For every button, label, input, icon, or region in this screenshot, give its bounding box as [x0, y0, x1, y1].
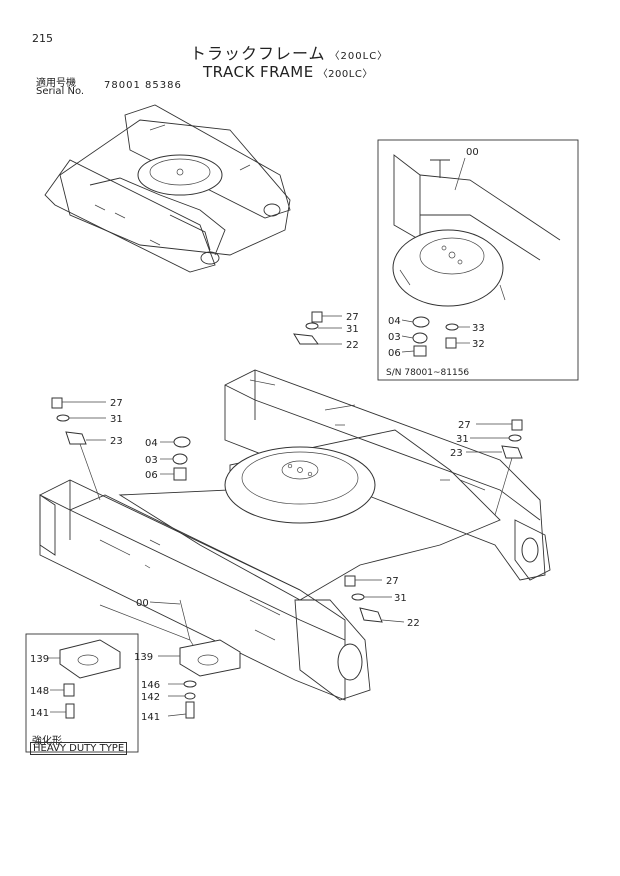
inset-callout-33: 33: [472, 323, 485, 334]
right-callout-23: 23: [450, 448, 463, 459]
title-jp-variant: 〈200LC〉: [329, 51, 389, 62]
center-callout-group: 04 03 06: [145, 436, 191, 481]
title-en-text: TRACK FRAME: [203, 63, 314, 81]
shoe-callout-141: 141: [141, 712, 160, 723]
page-number: 215: [32, 32, 53, 45]
right-callout-31: 31: [456, 434, 469, 445]
center-callout-04: 04: [145, 438, 158, 449]
inset-callout-03: 03: [388, 332, 401, 343]
heavy-duty-box: 139 148 141: [25, 633, 139, 753]
inset-serial-note: S/N 78001~81156: [386, 368, 470, 378]
front-callout-31: 31: [394, 593, 407, 604]
inset-callout-22: 22: [346, 340, 359, 351]
shoe-callout-139: 139: [134, 652, 153, 663]
serial-label-jp: 適用号機: [36, 78, 76, 89]
front-callout-22: 22: [407, 618, 420, 629]
overview-sketch: [44, 104, 291, 273]
heavy-duty-label-jp: 強化形: [32, 736, 62, 747]
shoe-callout-group: 139 146 142 141: [134, 599, 241, 723]
title-english: TRACK FRAME〈200LC〉: [203, 63, 373, 81]
inset-callout-27: 27: [346, 312, 359, 323]
serial-range: 78001 85386: [104, 80, 182, 91]
front-right-callout-group: 27 31 22: [344, 575, 420, 629]
heavy-duty-label-en: HEAVY DUTY TYPE: [30, 742, 128, 755]
left-callout-23: 23: [110, 436, 123, 447]
frame-callout-00: 00: [136, 598, 149, 609]
inset-callout-00: 00: [466, 147, 479, 158]
shoe-callout-146: 146: [141, 680, 160, 691]
inset-callout-06: 06: [388, 348, 401, 359]
title-en-variant: 〈200LC〉: [317, 69, 373, 80]
right-callout-27: 27: [458, 420, 471, 431]
front-callout-27: 27: [386, 576, 399, 587]
inset-callout-04: 04: [388, 316, 401, 327]
serial-label-en: Serial No.: [36, 86, 85, 97]
left-callout-31: 31: [110, 414, 123, 425]
shoe-callout-142: 142: [141, 692, 160, 703]
center-callout-06: 06: [145, 470, 158, 481]
inset-callout-32: 32: [472, 339, 485, 350]
heavy-callout-148: 148: [30, 686, 49, 697]
heavy-callout-141: 141: [30, 708, 49, 719]
right-callout-group: 27 31 23: [450, 419, 523, 516]
heavy-callout-139: 139: [30, 654, 49, 665]
inset-box: 00 27 31 22 04 03 06 33 32: [293, 139, 579, 381]
left-callout-group: 27 31 23: [51, 397, 123, 501]
title-jp-text: トラックフレーム: [190, 44, 326, 63]
inset-callout-31: 31: [346, 324, 359, 335]
main-track-frame: [39, 369, 551, 701]
title-japanese: トラックフレーム〈200LC〉: [190, 40, 388, 64]
left-callout-27: 27: [110, 398, 123, 409]
center-callout-03: 03: [145, 455, 158, 466]
